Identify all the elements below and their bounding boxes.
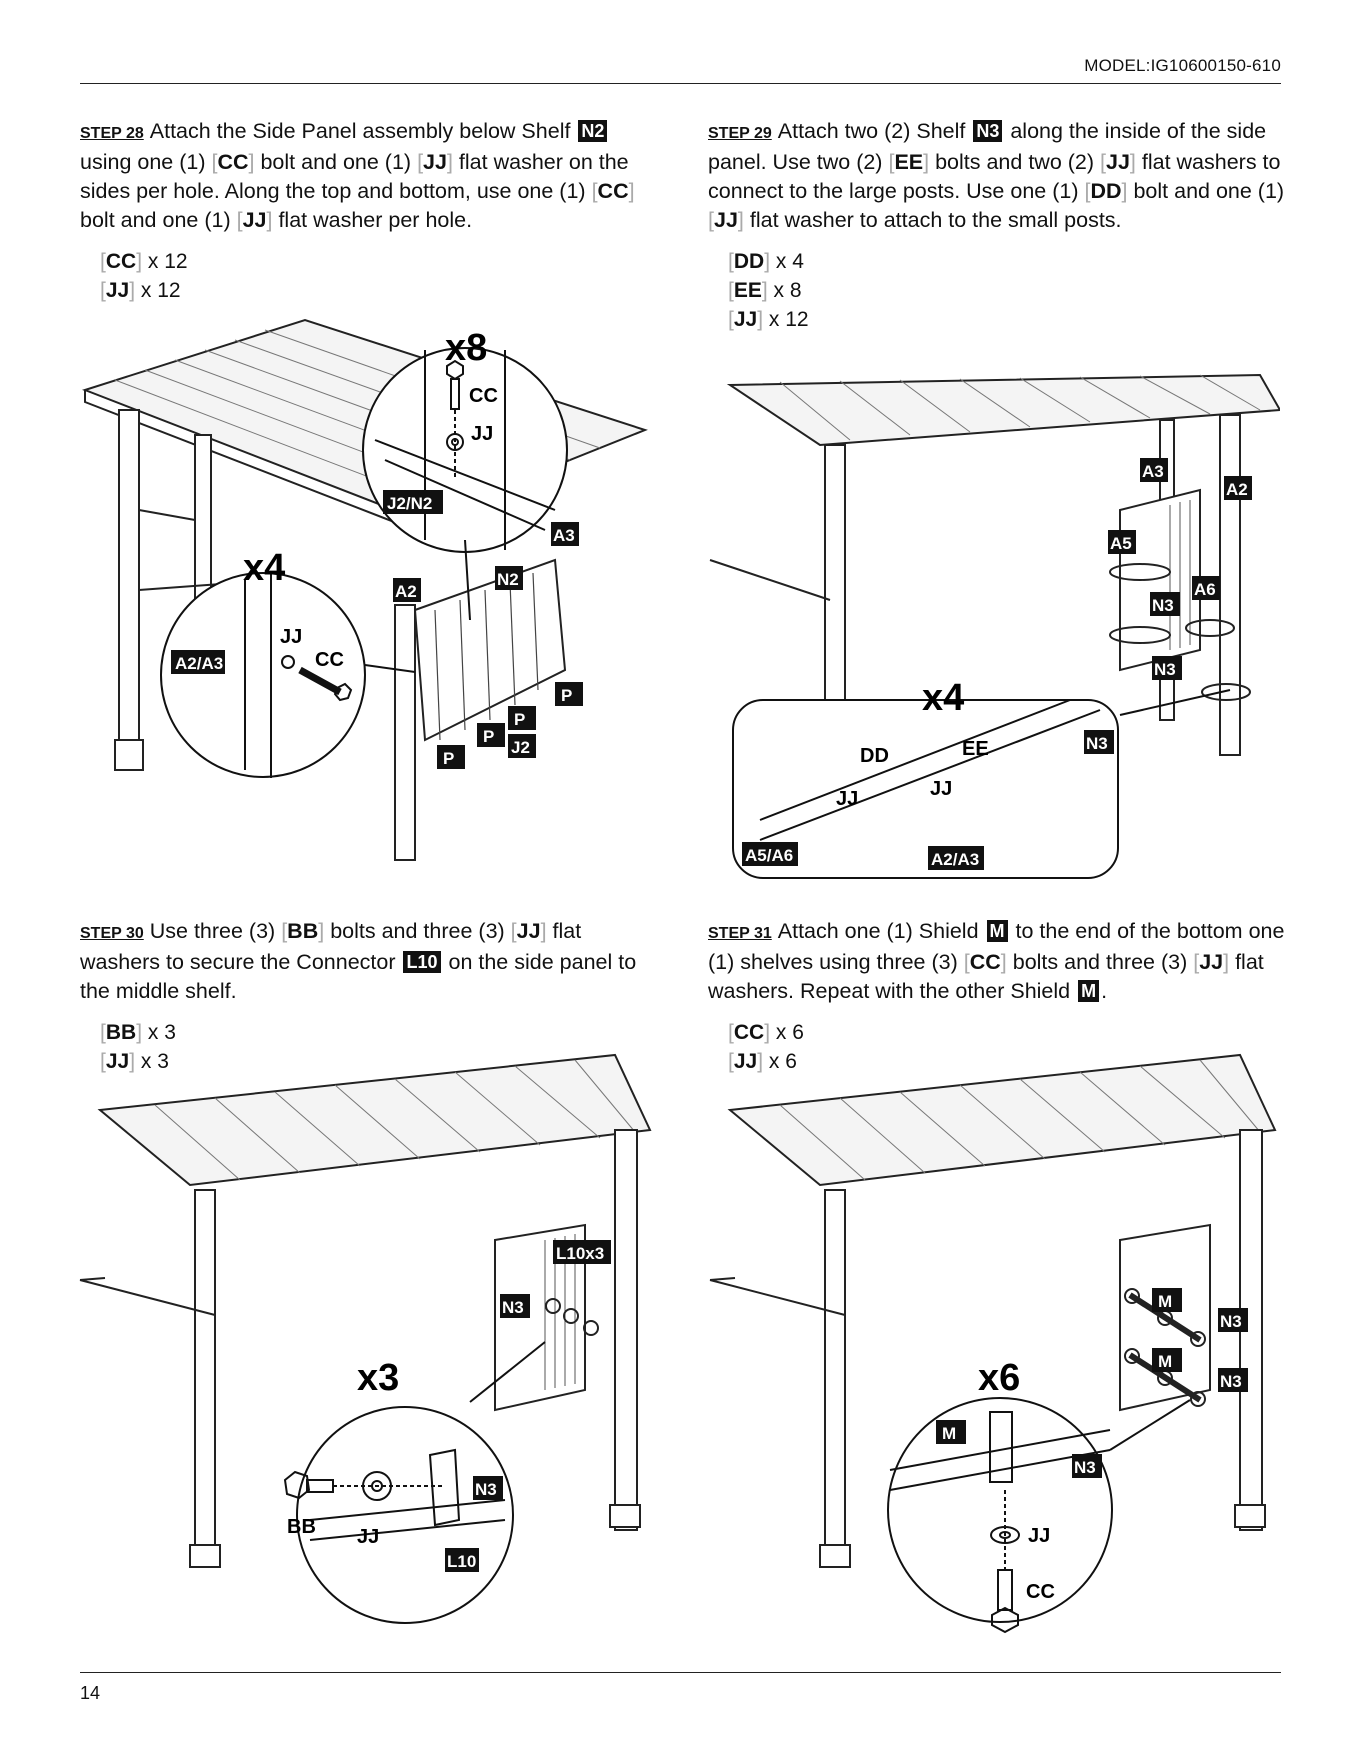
part-tag: L10	[403, 951, 441, 973]
parts-row: [DD] x 4	[728, 250, 804, 273]
svg-text:JJ: JJ	[357, 1526, 379, 1548]
step-30-illustration: L10x3 N3 x3 N3 BB JJ L10	[75, 1050, 655, 1660]
svg-text:A2/A3: A2/A3	[931, 850, 979, 869]
step-31-illustration: M M N3 N3 x6 M N3 JJ CC	[700, 1050, 1280, 1660]
step-31-label: STEP 31	[708, 925, 772, 942]
bolt-icon	[281, 655, 353, 702]
svg-text:EE: EE	[962, 738, 989, 760]
part-tag: M	[1078, 980, 1100, 1002]
svg-text:M: M	[1158, 1352, 1172, 1371]
svg-text:A3: A3	[553, 526, 575, 545]
svg-text:N3: N3	[475, 1480, 497, 1499]
part-tag: N2	[578, 120, 608, 142]
step-28-illustration: x8 CC JJ J2/N2 A3 A2 N2 x4 A2/A3 JJ CC P…	[75, 310, 655, 885]
svg-text:M: M	[942, 1424, 956, 1443]
svg-text:A2: A2	[395, 582, 417, 601]
model-number: MODEL:IG10600150-610	[1084, 56, 1281, 75]
svg-text:CC: CC	[1026, 1581, 1055, 1603]
svg-text:A2: A2	[1226, 480, 1248, 499]
parts-row: [CC] x 12	[100, 250, 188, 273]
parts-row: [JJ] x 6	[728, 1050, 797, 1073]
svg-text:J2: J2	[511, 738, 530, 757]
svg-text:M: M	[1158, 1292, 1172, 1311]
footer-rule	[80, 1672, 1281, 1673]
svg-text:x6: x6	[978, 1357, 1020, 1399]
svg-text:JJ: JJ	[930, 778, 952, 800]
svg-text:N3: N3	[1086, 734, 1108, 753]
parts-row: [JJ] x 3	[100, 1050, 169, 1073]
svg-text:J2/N2: J2/N2	[387, 494, 432, 513]
svg-text:x4: x4	[922, 677, 964, 719]
svg-text:JJ: JJ	[836, 788, 858, 810]
svg-text:N3: N3	[1152, 596, 1174, 615]
step-31-parts-list: [CC] x 6 [JJ] x 6	[728, 1018, 1288, 1076]
svg-text:N3: N3	[1074, 1458, 1096, 1477]
svg-text:CC: CC	[315, 649, 344, 671]
svg-text:A2/A3: A2/A3	[175, 654, 223, 673]
svg-text:JJ: JJ	[1028, 1525, 1050, 1547]
step-29-parts-list: [DD] x 4 [EE] x 8 [JJ] x 12	[728, 247, 1288, 334]
svg-text:P: P	[561, 686, 572, 705]
svg-text:JJ: JJ	[471, 423, 493, 445]
part-tag: N3	[973, 120, 1003, 142]
step-29-illustration: A3 A2 A5 A6 N3 N3 x4 DD EE JJ JJ N3 A5/A…	[700, 370, 1280, 880]
bolt-icon	[989, 1411, 1020, 1634]
part-code: JJ	[242, 208, 267, 232]
svg-text:A5/A6: A5/A6	[745, 846, 793, 865]
svg-text:x3: x3	[357, 1357, 399, 1399]
step-30-parts-list: [BB] x 3 [JJ] x 3	[100, 1018, 660, 1076]
svg-text:A6: A6	[1194, 580, 1216, 599]
parts-row: [BB] x 3	[100, 1021, 176, 1044]
bolt-icon	[283, 1448, 461, 1527]
svg-text:N3: N3	[1220, 1372, 1242, 1391]
part-code: CC	[217, 150, 249, 174]
parts-row: [JJ] x 12	[100, 279, 181, 302]
parts-row: [JJ] x 12	[728, 308, 809, 331]
detail-callout-circle	[296, 1406, 514, 1624]
parts-row: [EE] x 8	[728, 279, 802, 302]
svg-text:N3: N3	[502, 1298, 524, 1317]
svg-text:N2: N2	[497, 570, 519, 589]
step-28-label: STEP 28	[80, 125, 144, 142]
part-code: JJ	[423, 150, 447, 174]
header-rule	[80, 83, 1281, 84]
part-tag: M	[986, 920, 1008, 942]
detail-callout-top	[362, 347, 568, 553]
parts-row: [CC] x 6	[728, 1021, 804, 1044]
detail-callout-left	[160, 572, 366, 778]
bolt-icon	[446, 359, 464, 478]
detail-callout-circle	[887, 1397, 1113, 1623]
svg-text:CC: CC	[469, 385, 498, 407]
svg-text:A5: A5	[1110, 534, 1132, 553]
svg-text:L10: L10	[447, 1552, 476, 1571]
svg-text:N3: N3	[1220, 1312, 1242, 1331]
svg-text:N3: N3	[1154, 660, 1176, 679]
callout-multiplier: x8	[445, 327, 487, 369]
svg-text:P: P	[443, 749, 454, 768]
svg-text:P: P	[514, 710, 525, 729]
svg-text:L10x3: L10x3	[556, 1244, 604, 1263]
detail-callout-box	[732, 699, 1119, 879]
step-29-label: STEP 29	[708, 125, 772, 142]
svg-text:BB: BB	[287, 1516, 316, 1538]
step-30-label: STEP 30	[80, 925, 144, 942]
svg-text:DD: DD	[860, 745, 889, 767]
part-code: CC	[597, 179, 629, 203]
svg-text:x4: x4	[243, 547, 285, 589]
svg-text:JJ: JJ	[280, 626, 302, 648]
page-number: 14	[80, 1683, 101, 1703]
svg-text:A3: A3	[1142, 462, 1164, 481]
step-28-parts-list: [CC] x 12 [JJ] x 12	[100, 247, 660, 305]
svg-text:P: P	[483, 727, 494, 746]
